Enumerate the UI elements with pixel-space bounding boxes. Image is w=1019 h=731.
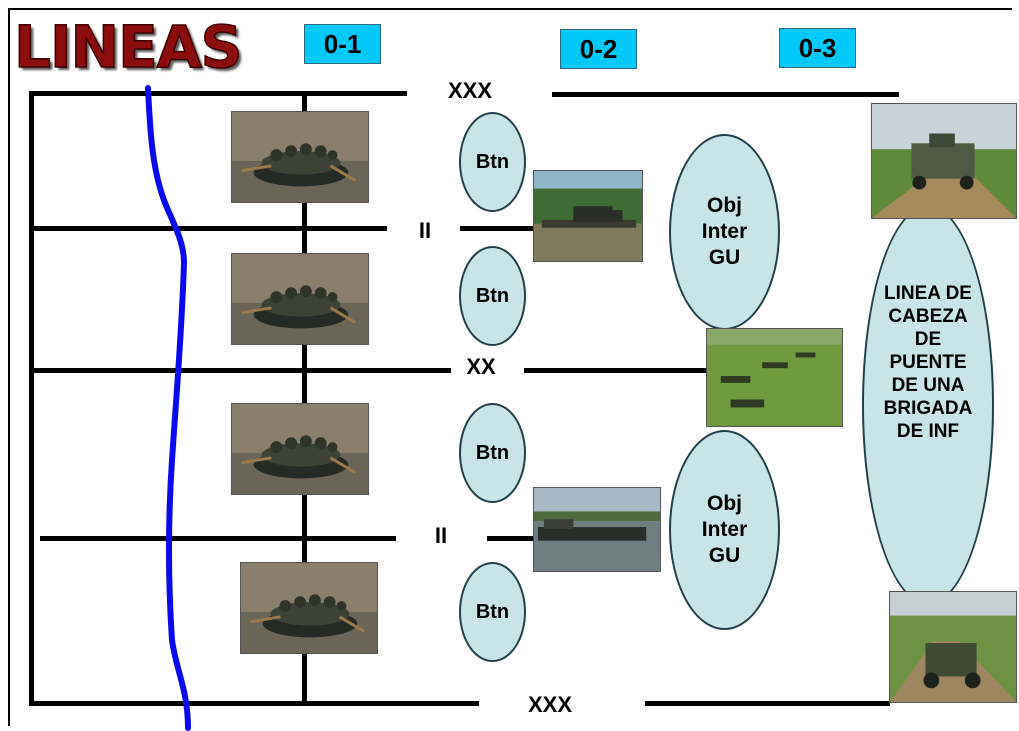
division-boundary-label: XX <box>466 354 496 379</box>
jeep-image <box>890 592 1016 702</box>
bridgehead-line: DE INF <box>896 421 960 442</box>
bridgehead-line: DE UNA <box>891 375 965 396</box>
upper-battalion-boundary-left <box>29 226 387 231</box>
objective-line: Obj <box>707 492 742 515</box>
bridgehead-oval <box>862 205 994 605</box>
rubber-boat-image <box>232 112 368 202</box>
objective-line: GU <box>708 544 741 567</box>
bottom-boundary-label: XXX <box>527 692 573 717</box>
bridgehead-line: BRIGADA <box>883 398 973 419</box>
ferry-truck-image <box>534 171 642 261</box>
battalion-oval: Btn <box>459 246 526 346</box>
bottom-boundary-line-right <box>645 701 890 706</box>
battalion-label: Btn <box>475 441 510 464</box>
diagram-frame <box>8 8 1012 726</box>
battalion-oval: Btn <box>459 112 526 212</box>
top-boundary-line-left <box>29 91 407 96</box>
battalion-oval: Btn <box>459 562 526 662</box>
lower-battalion-boundary-left <box>40 536 396 541</box>
division-boundary-left <box>29 368 451 373</box>
bridgehead-label: LINEA DE CABEZA DE PUENTE DE UNA BRIGADA… <box>862 282 994 443</box>
phase-line-0-1 <box>302 91 307 703</box>
upper-battalion-boundary-right <box>460 226 538 231</box>
rubber-boat-photo <box>231 111 369 203</box>
armored-vehicle-image <box>872 104 1016 218</box>
objective-line: Inter <box>701 220 748 243</box>
rubber-boat-photo <box>240 562 378 654</box>
infantry-prone-image <box>707 329 842 426</box>
battalion-label: Btn <box>475 284 510 307</box>
ferry-truck-photo <box>533 170 643 262</box>
ferry-barge-photo <box>533 487 661 572</box>
upper-battalion-label: II <box>418 218 432 243</box>
rubber-boat-image <box>232 404 368 494</box>
bridgehead-line: CABEZA <box>888 306 968 327</box>
phase-box-0-2: 0-2 <box>560 29 637 69</box>
objective-oval: Obj Inter GU <box>669 430 780 630</box>
objective-line: Inter <box>701 518 748 541</box>
river-path <box>145 85 191 731</box>
page-title: LINEAS <box>13 12 243 82</box>
objective-line: Obj <box>707 194 742 217</box>
battalion-oval: Btn <box>459 403 526 503</box>
division-boundary-right <box>524 368 709 373</box>
phase-box-0-1: 0-1 <box>304 24 381 64</box>
lower-battalion-label: II <box>434 523 448 548</box>
left-boundary-line <box>29 91 34 706</box>
infantry-prone-photo <box>706 328 843 427</box>
armored-vehicle-photo <box>871 103 1017 219</box>
rubber-boat-photo <box>231 403 369 495</box>
battalion-label: Btn <box>475 150 510 173</box>
top-boundary-label: XXX <box>447 78 493 103</box>
rubber-boat-image <box>241 563 377 653</box>
bridgehead-line: LINEA DE <box>884 283 972 304</box>
ferry-barge-image <box>534 488 660 571</box>
battalion-label: Btn <box>475 600 510 623</box>
bridgehead-line: DE <box>914 329 942 350</box>
rubber-boat-photo <box>231 253 369 345</box>
rubber-boat-image <box>232 254 368 344</box>
top-boundary-line-right <box>552 92 899 97</box>
bridgehead-line: PUENTE <box>889 352 967 373</box>
objective-line: GU <box>708 246 741 269</box>
lower-battalion-boundary-right <box>487 536 535 541</box>
bottom-boundary-line-left <box>29 701 479 706</box>
phase-box-0-3: 0-3 <box>779 28 856 68</box>
objective-oval: Obj Inter GU <box>669 134 780 330</box>
jeep-photo <box>889 591 1017 703</box>
